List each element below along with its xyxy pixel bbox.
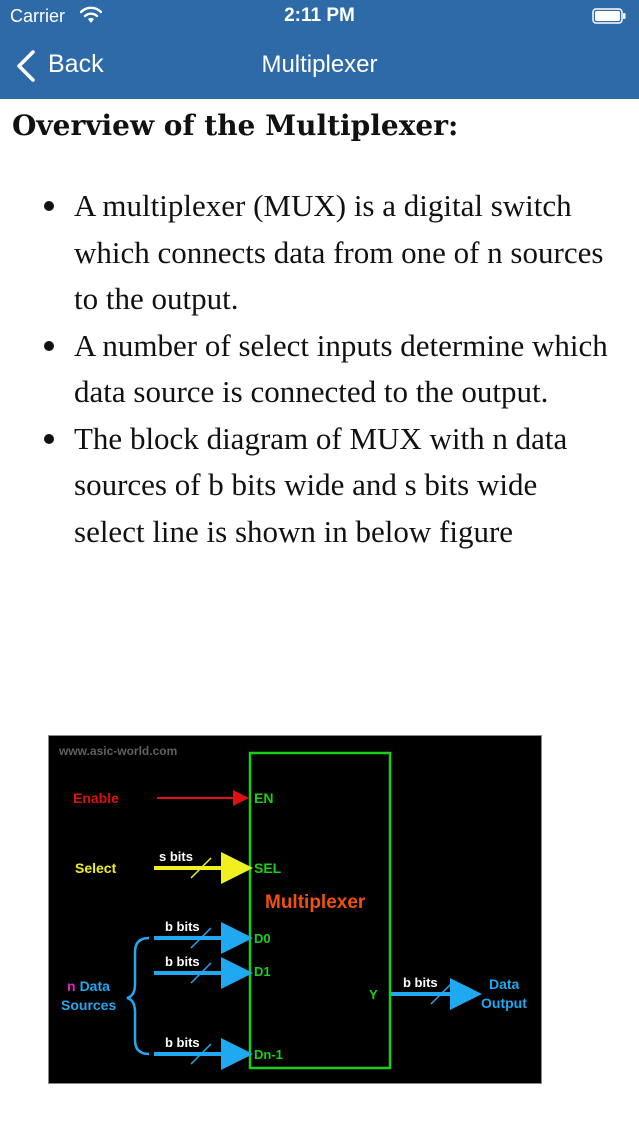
select-bus-slash <box>190 857 212 879</box>
d1-pin: D1 <box>254 964 271 979</box>
bullet-item: The block diagram of MUX with n data sou… <box>42 416 614 556</box>
status-time: 2:11 PM <box>284 5 355 26</box>
chevron-left-icon <box>17 50 35 82</box>
sources-brace <box>126 936 150 1056</box>
en-pin: EN <box>254 790 273 806</box>
d0-bits-label: b bits <box>165 919 200 934</box>
sel-pin: SEL <box>254 860 282 876</box>
block-title: Multiplexer <box>265 892 366 913</box>
battery-icon <box>592 8 626 24</box>
data-label: Data <box>80 978 111 994</box>
bullet-item: A multiplexer (MUX) is a digital switch … <box>42 183 614 323</box>
s-bits-label: s bits <box>159 849 193 864</box>
dn-bits-label: b bits <box>165 1035 200 1050</box>
section-heading: Overview of the Multiplexer: <box>12 109 459 142</box>
dn-bus-slash <box>190 1043 212 1065</box>
watermark: www.asic-world.com <box>58 744 177 758</box>
status-bar: Carrier 2:11 PM <box>0 0 639 32</box>
bullet-item: A number of select inputs determine whic… <box>42 323 614 416</box>
select-label: Select <box>75 860 117 876</box>
back-label: Back <box>48 50 104 78</box>
output-data-label: Data <box>489 976 520 992</box>
page-title: Multiplexer <box>261 51 378 78</box>
wifi-icon <box>80 6 102 23</box>
d1-bus-slash <box>190 962 212 984</box>
output-bus-slash <box>430 983 452 1005</box>
mux-block <box>248 751 392 1070</box>
d0-pin: D0 <box>254 931 271 946</box>
carrier-label: Carrier <box>10 6 66 26</box>
output-label: Output <box>481 995 527 1011</box>
d1-bits-label: b bits <box>165 954 200 969</box>
sources-label: Sources <box>61 997 116 1013</box>
mux-block-diagram: www.asic-world.com Multiplexer Enable EN… <box>48 735 542 1084</box>
bullet-list: A multiplexer (MUX) is a digital switch … <box>42 183 614 555</box>
y-pin: Y <box>369 987 378 1002</box>
output-bits-label: b bits <box>403 975 438 990</box>
dn-pin: Dn-1 <box>254 1047 283 1062</box>
navigation-bar: Carrier 2:11 PM Back Multiplexer <box>0 0 639 99</box>
d0-bus-slash <box>190 927 212 949</box>
enable-label: Enable <box>73 790 119 806</box>
n-label: n <box>67 978 76 994</box>
